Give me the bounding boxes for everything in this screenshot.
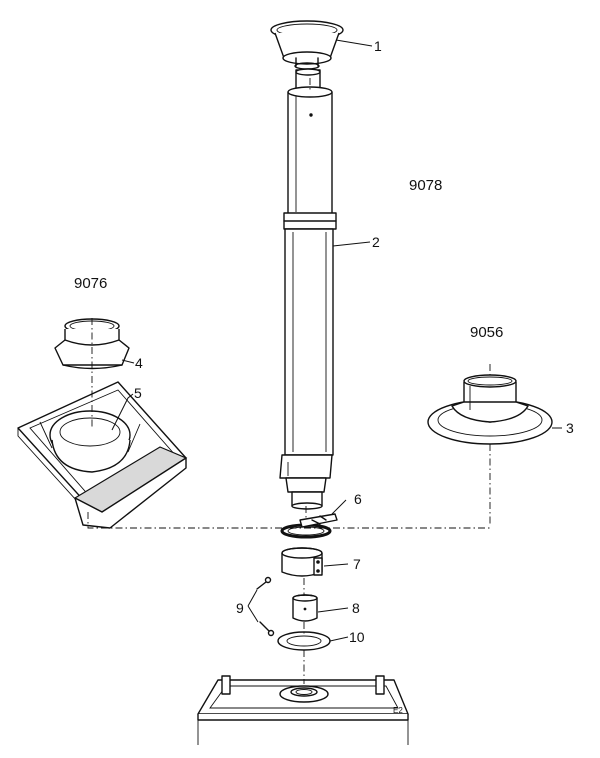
part-10-ring: [277, 631, 331, 651]
part-9-screws: [256, 576, 275, 637]
part-6-clamp: [280, 513, 338, 539]
callout-labels: 1 2 3 4 5 6 7 8 9 10: [134, 38, 574, 645]
leader-lines: [111, 39, 562, 642]
callout-7: 7: [353, 556, 361, 572]
part-1-cap: [270, 20, 344, 70]
callout-4: 4: [135, 355, 143, 371]
callout-10: 10: [349, 629, 365, 645]
callout-3: 3: [566, 420, 574, 436]
model-numbers: 9078 9076 9056: [74, 177, 503, 341]
callout-6: 6: [354, 491, 362, 507]
part-2-tube: [279, 68, 337, 510]
part-5-roof-tile: [17, 381, 188, 529]
callout-8: 8: [352, 600, 360, 616]
part-8-short-pipe: [292, 594, 318, 622]
model-number-left: 9076: [74, 275, 107, 292]
callout-1: 1: [374, 38, 382, 54]
callout-9: 9: [236, 600, 244, 616]
base-marking: E2: [393, 706, 403, 715]
model-number-main: 9078: [409, 177, 442, 194]
part-3-flat-flashing: [427, 374, 553, 445]
center-lines: [87, 78, 491, 684]
model-number-right: 9056: [470, 324, 503, 341]
callout-2: 2: [372, 234, 380, 250]
base-plate: E2: [197, 675, 409, 745]
part-7-sleeve: [281, 547, 323, 577]
callout-5: 5: [134, 385, 142, 401]
